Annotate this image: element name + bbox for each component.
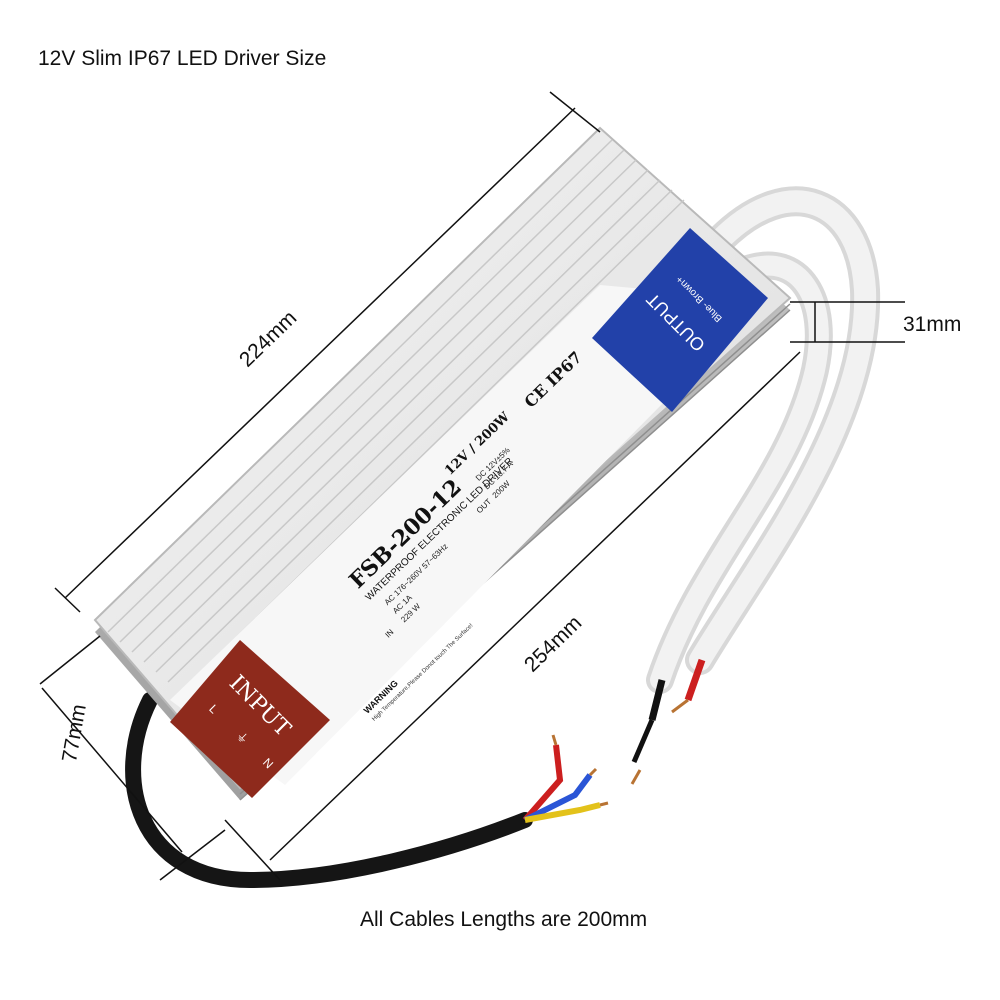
input-cable [125, 692, 609, 889]
dimension-height: 31mm [903, 313, 962, 336]
output-panel: OUTPUT Blue- Brown+ [592, 228, 768, 412]
product-label [170, 285, 765, 785]
page-title: 12V Slim IP67 LED Driver Size [38, 47, 327, 70]
dimension-lines [39, 91, 905, 881]
cable-length-note: All Cables Lengths are 200mm [360, 908, 648, 931]
input-panel: INPUT L ⏚ N [170, 640, 330, 798]
output-cables [630, 186, 881, 785]
